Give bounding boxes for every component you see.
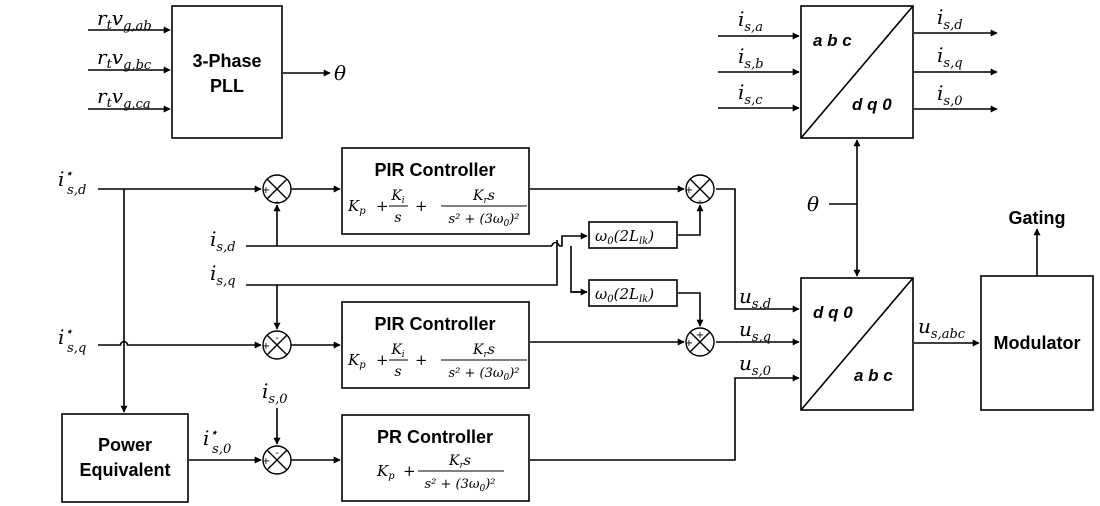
svg-text:Krs: Krs <box>472 188 495 206</box>
power-equivalent-line1: Power <box>98 435 152 455</box>
pll-input-label-ab: rtvg,ab <box>97 6 152 34</box>
controller-title: PR Controller <box>377 427 493 447</box>
abc-input-label-a: is,a <box>738 7 763 35</box>
svg-text:s: s <box>394 210 401 226</box>
feedback-label-0: is,0 <box>262 379 287 407</box>
pll-title-line2: PLL <box>210 76 244 96</box>
svg-text:+: + <box>376 197 389 215</box>
voltage-label-q: us,q <box>739 317 771 345</box>
theta-label: θ <box>807 192 819 216</box>
svg-text:-: - <box>275 448 279 459</box>
svg-text:+: + <box>685 338 693 349</box>
abc-to-dq0-block: a b c d q 0 <box>800 5 914 139</box>
controller-title: PIR Controller <box>374 314 495 334</box>
modulator-block: Modulator <box>980 275 1094 411</box>
modulator-label: Modulator <box>994 333 1081 353</box>
dq0-output-label-0: is,0 <box>937 81 962 109</box>
dq0-abc-diagonal <box>800 277 914 411</box>
sum-junction-d: + - <box>262 174 292 208</box>
dq0-to-abc-block: d q 0 a b c <box>800 277 914 411</box>
svg-text:Krs: Krs <box>472 342 495 360</box>
svg-text:-: - <box>275 333 279 344</box>
dq0-output-label-q: is,q <box>937 43 963 71</box>
sum-junction-decouple-q: + + <box>685 327 715 357</box>
svg-text:s: s <box>394 364 401 380</box>
controller-pir-d: PIR Controller Kp + Ki s + Krs s² + (3ω0… <box>341 147 530 235</box>
decoupling-gain-upper: ω0(2Llk) <box>588 221 678 249</box>
controller-formula: Kp + Ki s + Krs s² + (3ω0)² <box>347 188 527 229</box>
ref-label-0: i⋆s,0 <box>203 425 231 457</box>
controller-pr-0: PR Controller Kp + Krs s² + (3ω0)² <box>341 414 530 502</box>
dq0-abc-top-label: d q 0 <box>813 303 853 322</box>
svg-text:+: + <box>262 341 270 352</box>
abc-input-label-c: is,c <box>738 80 763 108</box>
ref-label-d: i⋆s,d <box>58 166 86 198</box>
ref-label-q: i⋆s,q <box>58 324 86 356</box>
abc-dq0-diagonal <box>800 5 914 139</box>
sum-junction-decouple-d: + - <box>685 174 715 207</box>
pll-title-line1: 3-Phase <box>192 51 261 71</box>
svg-text:+: + <box>696 330 704 341</box>
pll-block: 3-Phase PLL <box>171 5 283 139</box>
svg-text:Ki: Ki <box>390 188 404 206</box>
svg-text:-: - <box>698 196 702 207</box>
abc-dq0-top-label: a b c <box>813 31 852 50</box>
svg-text:s² + (3ω0)²: s² + (3ω0)² <box>448 366 519 383</box>
sum-junction-q: + - <box>262 330 292 360</box>
dq0-output-label-d: is,d <box>937 5 963 33</box>
voltage-label-d: us,d <box>739 284 771 312</box>
abc-dq0-bottom-label: d q 0 <box>852 95 892 114</box>
controller-pir-q: PIR Controller Kp + Ki s + Krs s² + (3ω0… <box>341 301 530 389</box>
output-label-abc: us,abc <box>918 314 966 342</box>
svg-text:+: + <box>415 197 428 215</box>
gating-label: Gating <box>1009 208 1066 228</box>
svg-text:Krs: Krs <box>448 453 471 471</box>
svg-text:+: + <box>262 456 270 467</box>
pll-input-label-bc: rtvg,bc <box>97 45 152 73</box>
svg-text:-: - <box>275 197 279 208</box>
svg-text:+: + <box>403 462 416 480</box>
svg-text:s² + (3ω0)²: s² + (3ω0)² <box>424 477 495 494</box>
feedback-label-q: is,q <box>210 261 236 289</box>
decoupling-gain-lower: ω0(2Llk) <box>588 279 678 307</box>
svg-text:+: + <box>685 185 693 196</box>
abc-input-label-b: is,b <box>738 44 764 72</box>
dq0-abc-bottom-label: a b c <box>854 366 893 385</box>
pll-output-theta: θ <box>334 61 346 85</box>
pll-input-label-ca: rtvg,ca <box>97 84 151 112</box>
svg-text:Ki: Ki <box>390 342 404 360</box>
sum-junction-0: + - <box>262 445 292 475</box>
svg-text:+: + <box>262 185 270 196</box>
power-equivalent-block: Power Equivalent <box>61 413 189 503</box>
svg-text:s² + (3ω0)²: s² + (3ω0)² <box>448 212 519 229</box>
voltage-label-0: us,0 <box>739 351 771 379</box>
power-equivalent-line2: Equivalent <box>79 460 170 480</box>
svg-text:+: + <box>376 351 389 369</box>
controller-title: PIR Controller <box>374 160 495 180</box>
svg-text:+: + <box>415 351 428 369</box>
feedback-label-d: is,d <box>210 227 236 255</box>
signal-wires <box>98 139 1041 464</box>
